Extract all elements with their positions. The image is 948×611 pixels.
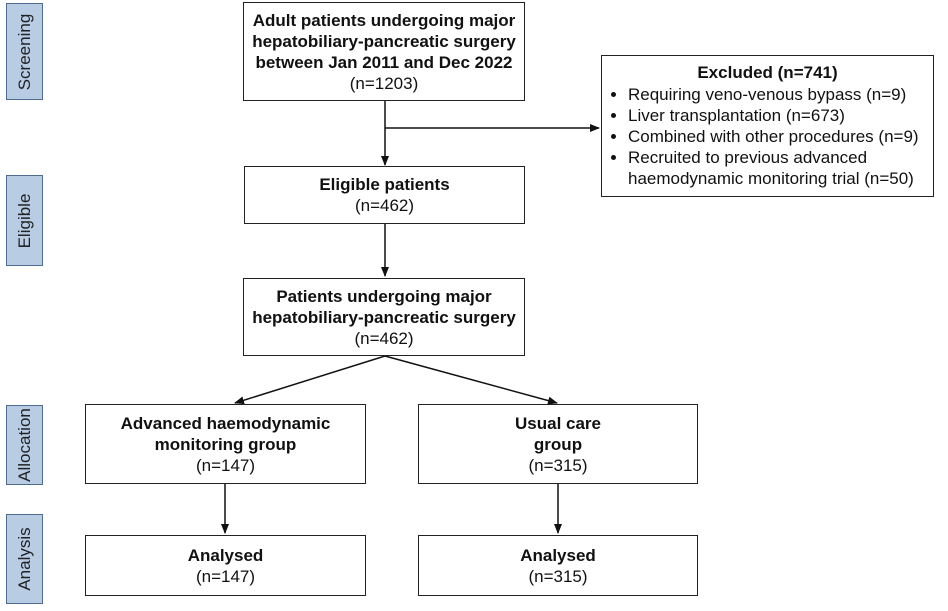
screening-box: Adult patients undergoing major hepatobi… — [243, 2, 525, 101]
arrow-surgery-to-usual — [384, 355, 558, 405]
analysed-right-title: Analysed — [520, 545, 596, 565]
eligible-box: Eligible patients (n=462) — [244, 166, 525, 224]
side-label-screening: Screening — [6, 3, 43, 100]
screening-count: (n=1203) — [349, 73, 419, 93]
excluded-title: Excluded (n=741) — [697, 63, 838, 82]
excluded-box: Excluded (n=741) Requiring veno-venous b… — [601, 55, 934, 197]
screening-line-3: between Jan 2011 and Dec 2022 — [255, 52, 513, 72]
analysed-left-box: Analysed (n=147) — [85, 535, 366, 596]
screening-line-2: hepatobiliary-pancreatic surgery — [252, 31, 516, 51]
excluded-item: Liver transplantation (n=673) — [628, 105, 925, 126]
side-label-analysis-text: Analysis — [14, 527, 34, 591]
usual-line-2: group — [533, 434, 583, 454]
excluded-item: Recruited to previous advanced haemodyna… — [628, 147, 925, 189]
eligible-title: Eligible patients — [319, 175, 450, 194]
analysed-right-count: (n=315) — [528, 566, 588, 586]
side-label-eligible-text: Eligible — [14, 193, 34, 248]
advanced-group-box: Advanced haemodynamic monitoring group (… — [85, 404, 366, 484]
advanced-line-1: Advanced haemodynamic — [120, 413, 331, 433]
usual-count: (n=315) — [528, 455, 588, 475]
analysed-right-box: Analysed (n=315) — [418, 535, 698, 596]
surgery-line-1: Patients undergoing major — [276, 286, 492, 306]
advanced-count: (n=147) — [195, 455, 256, 475]
excluded-item: Combined with other procedures (n=9) — [628, 126, 925, 147]
screening-line-1: Adult patients undergoing major — [252, 10, 516, 30]
usual-line-1: Usual care — [515, 413, 601, 433]
usual-care-box: Usual care group (n=315) — [418, 404, 698, 484]
analysed-left-count: (n=147) — [195, 566, 256, 586]
eligible-count: (n=462) — [354, 196, 415, 215]
surgery-box: Patients undergoing major hepatobiliary-… — [243, 278, 525, 356]
side-label-allocation-text: Allocation — [14, 408, 34, 482]
excluded-item: Requiring veno-venous bypass (n=9) — [628, 84, 925, 105]
surgery-line-2: hepatobiliary-pancreatic surgery — [252, 307, 516, 327]
arrow-surgery-to-advanced — [234, 355, 386, 405]
advanced-line-2: monitoring group — [154, 434, 297, 454]
side-label-analysis: Analysis — [6, 514, 43, 604]
excluded-list: Requiring veno-venous bypass (n=9) Liver… — [610, 84, 925, 189]
side-label-allocation: Allocation — [6, 405, 43, 485]
surgery-count: (n=462) — [354, 328, 414, 348]
analysed-left-title: Analysed — [187, 545, 264, 565]
side-label-eligible: Eligible — [6, 175, 43, 266]
side-label-screening-text: Screening — [14, 13, 34, 90]
